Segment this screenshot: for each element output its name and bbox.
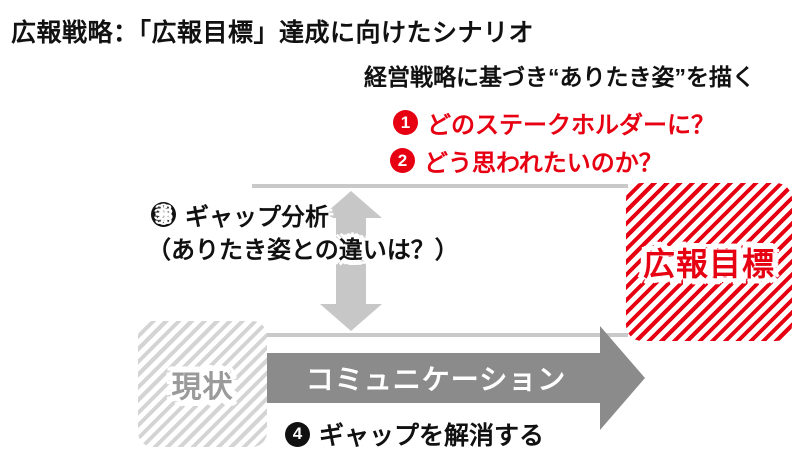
pr-goal-box: 広報目標 — [626, 183, 792, 341]
current-state-line — [267, 333, 628, 337]
communication-label: コミュニケーション — [305, 364, 567, 395]
number-3-badge: 3 — [151, 202, 176, 227]
point-stakeholder: 1 どのステークホルダーに？ — [393, 105, 715, 140]
number-4-badge: 4 — [285, 421, 310, 447]
vision-heading: 経営戦略に基づき“ありたき姿”を描く — [364, 64, 755, 90]
point-3-sublabel: （ありたき姿との違いは？） — [147, 237, 459, 264]
double-arrow-shape — [319, 191, 383, 331]
point-resolve-gap: 4 ギャップを解消する — [285, 416, 544, 452]
current-state-label: 現状 — [171, 371, 234, 404]
current-state-box: 現状 — [138, 321, 267, 447]
communication-arrow-shape — [267, 326, 645, 430]
communication-arrow — [267, 326, 645, 430]
point-2-label: どう思われたいのか？ — [424, 150, 663, 177]
number-2-badge: 2 — [390, 148, 415, 173]
point-gap-analysis: 3 ギャップ分析 — [151, 197, 329, 232]
gap-double-arrow — [319, 191, 383, 331]
point-1-label: どのステークホルダーに？ — [427, 112, 715, 139]
pr-goal-label: 広報目標 — [642, 246, 775, 282]
number-1-badge: 1 — [393, 110, 418, 135]
page-title: 広報戦略：「広報目標」達成に向けたシナリオ — [11, 19, 535, 47]
point-perception: 2 どう思われたいのか？ — [390, 143, 663, 178]
point-3-label: ギャップ分析 — [185, 204, 329, 231]
ideal-state-line — [252, 184, 628, 188]
point-4-label: ギャップを解消する — [319, 422, 545, 450]
